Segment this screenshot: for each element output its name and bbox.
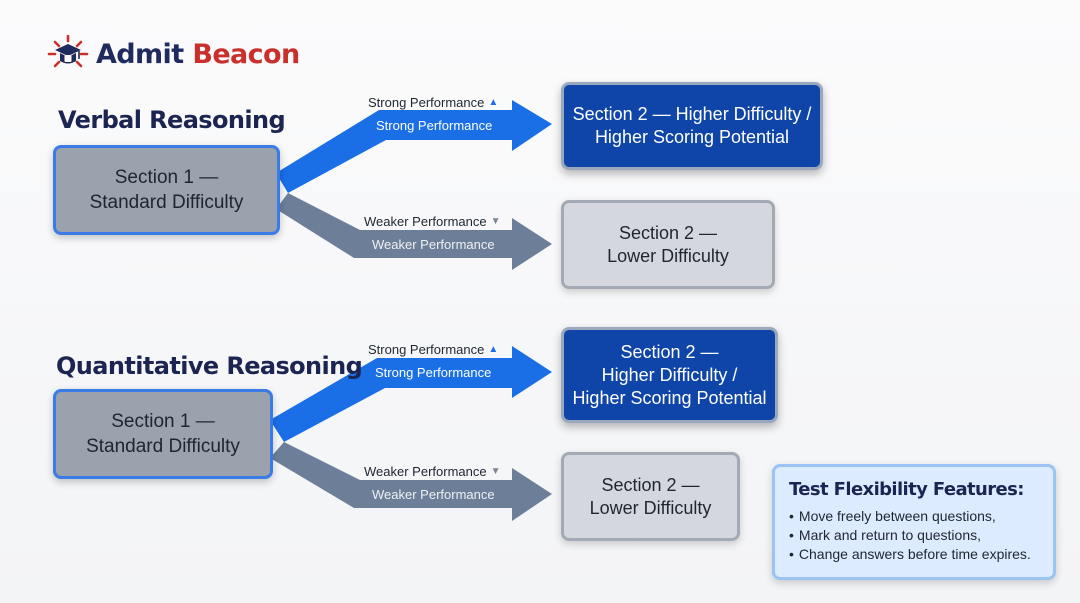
section-heading: Quantitative Reasoning	[56, 352, 363, 380]
box-line: Higher Scoring Potential	[572, 387, 767, 408]
box-line: Higher Scoring Potential	[594, 127, 790, 147]
strong-performance-arrow	[270, 346, 552, 442]
box-line: Section 1 —	[114, 167, 219, 188]
box-line: Section 2 —	[601, 474, 700, 495]
section-heading: Verbal Reasoning	[58, 106, 286, 134]
bullet-icon: •	[789, 527, 794, 543]
weaker-performance-label: Weaker Performance ▼	[364, 214, 501, 229]
arrow-label: Strong Performance	[376, 118, 493, 133]
weaker-performance-arrow	[270, 442, 552, 521]
section-2-higher-box: Section 2 — Higher Difficulty / Higher S…	[561, 82, 823, 170]
brand-logo: Admit Beacon	[46, 34, 300, 74]
box-line: Higher Difficulty /	[601, 364, 738, 385]
feature-item: •Change answers before time expires.	[789, 545, 1043, 564]
section-2-lower-box: Section 2 — Lower Difficulty	[561, 452, 740, 541]
box-line: Section 1 —	[111, 411, 215, 432]
strong-performance-arrow	[276, 100, 552, 193]
brand-name-first: Admit	[96, 38, 184, 70]
box-line: Section 2 — Higher Difficulty /	[572, 104, 812, 124]
label-text: Strong Performance	[368, 342, 485, 357]
up-triangle-icon: ▲	[488, 344, 499, 355]
feature-text: Move freely between questions,	[798, 508, 996, 524]
arrow-label: Strong Performance	[375, 365, 492, 380]
graduation-cap-beacon-icon	[47, 34, 89, 68]
bullet-icon: •	[789, 546, 794, 562]
box-line: Section 2 —	[620, 341, 719, 362]
arrow-label: Weaker Performance	[372, 237, 495, 252]
weaker-performance-label: Weaker Performance ▼	[364, 464, 501, 479]
label-text: Weaker Performance	[364, 214, 487, 229]
features-title: Test Flexibility Features:	[789, 479, 1024, 500]
strong-performance-label: Strong Performance ▲	[368, 342, 498, 357]
feature-text: Change answers before time expires.	[798, 546, 1031, 562]
bullet-icon: •	[789, 508, 794, 524]
box-line: Standard Difficulty	[89, 192, 244, 213]
section-1-standard-box: Section 1 — Standard Difficulty	[53, 389, 273, 479]
feature-item: •Move freely between questions,	[789, 507, 1043, 526]
weaker-performance-arrow	[276, 193, 552, 270]
box-line: Lower Difficulty	[589, 497, 712, 518]
up-triangle-icon: ▲	[488, 97, 499, 108]
feature-text: Mark and return to questions,	[798, 527, 982, 543]
feature-item: •Mark and return to questions,	[789, 526, 1043, 545]
section-2-higher-box: Section 2 — Higher Difficulty / Higher S…	[561, 327, 778, 423]
down-triangle-icon: ▼	[490, 466, 501, 477]
label-text: Strong Performance	[368, 95, 485, 110]
box-line: Standard Difficulty	[86, 436, 240, 457]
strong-performance-label: Strong Performance ▲	[368, 95, 498, 110]
arrow-label: Weaker Performance	[372, 487, 495, 502]
section-2-lower-box: Section 2 — Lower Difficulty	[561, 200, 775, 289]
test-flexibility-features-panel: Test Flexibility Features: •Move freely …	[772, 464, 1056, 580]
brand-name-second: Beacon	[192, 38, 300, 70]
box-line: Lower Difficulty	[607, 245, 729, 266]
box-line: Section 2 —	[618, 222, 718, 243]
down-triangle-icon: ▼	[490, 216, 501, 227]
label-text: Weaker Performance	[364, 464, 487, 479]
section-1-standard-box: Section 1 — Standard Difficulty	[53, 145, 280, 235]
features-list: •Move freely between questions, •Mark an…	[789, 507, 1043, 564]
